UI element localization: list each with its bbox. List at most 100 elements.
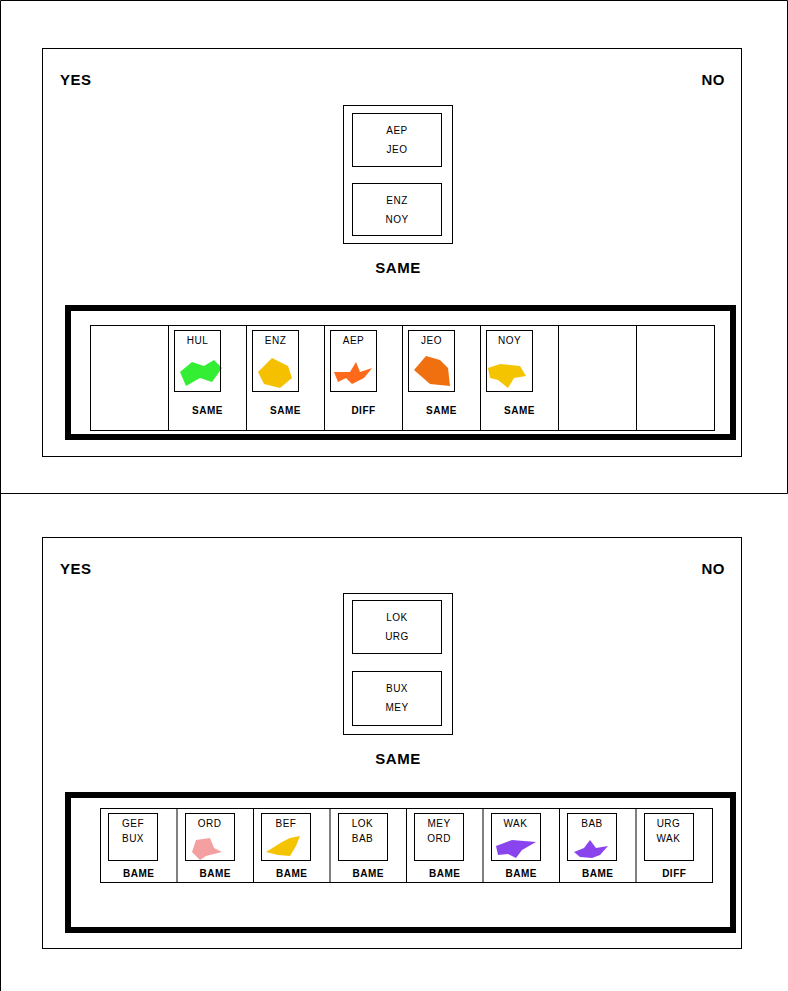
node-text: BAME <box>407 868 483 879</box>
node-text: NO <box>702 71 726 88</box>
word-box: SAMELOKURGBUXMEY <box>343 593 453 735</box>
node-text: ENZ <box>386 191 408 210</box>
cell-divider <box>559 808 560 882</box>
node-text: BAME <box>101 868 177 879</box>
node-text: ORD <box>198 816 222 831</box>
cell-divider <box>483 808 484 882</box>
word-box: JEO <box>408 330 455 392</box>
node-text: YES <box>60 71 92 88</box>
word-box: ENZ <box>252 330 299 392</box>
node-text: HUL <box>187 333 209 348</box>
node-text: ORD <box>427 831 451 846</box>
cell-divider <box>636 325 637 430</box>
frame-line <box>0 1 1 991</box>
cell-divider <box>480 325 481 430</box>
thick-frame <box>68 308 733 437</box>
row-cell: SAME JEO <box>403 326 480 430</box>
word-box: HUL <box>174 330 221 392</box>
word-box: LOKBAB <box>338 813 388 861</box>
node-text: BAME <box>560 868 636 879</box>
word-box: ENZNOY <box>352 183 442 236</box>
node-text: MEY <box>427 816 450 831</box>
word-box: MEYORD <box>414 813 464 861</box>
node-text: JEO <box>387 140 408 159</box>
word-box: GEFBUX <box>108 813 158 861</box>
yellow-shape <box>266 836 300 856</box>
cell-divider <box>246 325 247 430</box>
word-box: AEP <box>330 330 377 392</box>
node-text: MEY <box>385 698 408 717</box>
purple-shape <box>574 840 608 858</box>
node-text: BEF <box>276 816 297 831</box>
node-text: NO <box>702 560 726 577</box>
node-text: SAME <box>344 259 452 276</box>
pink-shape <box>192 838 222 860</box>
node-text: URG <box>657 816 681 831</box>
node-text: NOY <box>498 333 521 348</box>
node-text: SAME <box>247 405 324 416</box>
row-cell: BAME WAK <box>484 809 560 882</box>
cell-divider <box>177 808 178 882</box>
cell-divider <box>324 325 325 430</box>
cell-divider <box>636 808 637 882</box>
node-text: GEF <box>122 816 144 831</box>
node-text: JEO <box>421 333 442 348</box>
row-cell: BAMEBEF <box>254 809 330 882</box>
node-text: SAME <box>481 405 558 416</box>
word-box: WAK <box>491 813 541 861</box>
row-cell: DIFF AEP <box>325 326 402 430</box>
green-shape <box>180 360 222 386</box>
row-cell: BAME ORD <box>178 809 254 882</box>
node-text: YES <box>60 560 92 577</box>
cell-divider <box>558 325 559 430</box>
word-box: BAB <box>567 813 617 861</box>
cell-divider <box>168 325 169 430</box>
node-text: WAK <box>657 831 681 846</box>
panel-box: YESNOSAMEAEPJEOENZNOYSAMEHULSAMEENZDIFFA… <box>42 48 742 457</box>
node-text: BAME <box>331 868 407 879</box>
cell-divider <box>402 325 403 430</box>
cell-divider <box>253 808 254 882</box>
node-text: URG <box>385 627 409 646</box>
word-box: ORD <box>185 813 235 861</box>
node-text: AEP <box>386 121 408 140</box>
row-cell: SAME HUL <box>169 326 246 430</box>
node-text: ENZ <box>265 333 287 348</box>
word-box: SAMEAEPJEOENZNOY <box>343 105 453 244</box>
row-cell: BAME MEYORD <box>407 809 483 882</box>
node-text: LOK <box>352 816 374 831</box>
cell-divider <box>330 808 331 882</box>
orange-shape <box>414 356 450 386</box>
word-box: BEF <box>261 813 311 861</box>
node-text: DIFF <box>637 868 713 879</box>
row-cell: SAME ENZ <box>247 326 324 430</box>
node-text: WAK <box>504 816 528 831</box>
node-text: BAME <box>484 868 560 879</box>
frame-line <box>1 0 788 1</box>
thick-frame <box>68 795 733 930</box>
word-box: BUXMEY <box>352 671 442 726</box>
node-text: BAB <box>352 831 374 846</box>
word-box: AEPJEO <box>352 113 442 167</box>
frame-line <box>787 1 788 494</box>
node-text: SAME <box>344 750 452 767</box>
row-cell: BAME GEFBUX <box>101 809 177 882</box>
yellow-shape <box>258 358 292 388</box>
node-text: DIFF <box>325 405 402 416</box>
node-text: SAME <box>403 405 480 416</box>
cell-row <box>101 809 713 883</box>
node-text: BUX <box>122 831 144 846</box>
node-text: AEP <box>343 333 365 348</box>
node-text: NOY <box>385 210 408 229</box>
node-text: BUX <box>386 679 408 698</box>
row-cell: DIFF URGWAK <box>637 809 713 882</box>
node-text: SAME <box>169 405 246 416</box>
word-box: NOY <box>486 330 533 392</box>
cell-divider <box>406 808 407 882</box>
row-cell: SAME NOY <box>481 326 558 430</box>
purple-shape <box>496 840 536 858</box>
orange-shape <box>334 362 372 384</box>
node-text: BAME <box>178 868 254 879</box>
row-cell: BAME LOKBAB <box>331 809 407 882</box>
